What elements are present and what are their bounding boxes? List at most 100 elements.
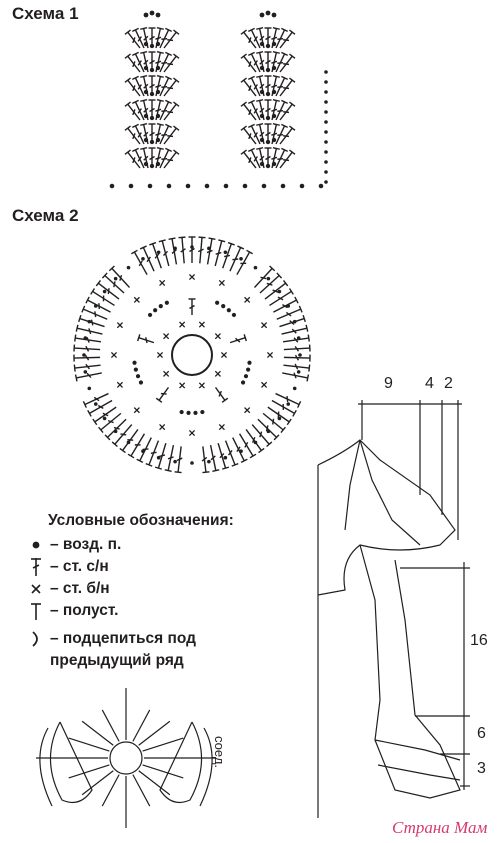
chain-dot bbox=[324, 150, 328, 154]
dc-stitch bbox=[240, 53, 257, 73]
dc-stitch bbox=[74, 334, 102, 343]
chain-dot bbox=[179, 409, 184, 415]
chain-dot bbox=[247, 360, 252, 365]
dc-stitch bbox=[164, 444, 175, 472]
motif-ray bbox=[68, 737, 110, 752]
dim-label-side-2: 6 bbox=[477, 725, 486, 742]
chain-dot bbox=[265, 139, 271, 145]
chain-dot bbox=[156, 455, 161, 460]
chain-dot bbox=[240, 380, 246, 385]
chain-dot bbox=[271, 65, 277, 71]
half-double-crochet-icon bbox=[28, 600, 46, 622]
chain-dot bbox=[83, 370, 88, 374]
chain-dot bbox=[324, 170, 328, 174]
dc-stitch bbox=[240, 125, 257, 145]
motif-ray bbox=[132, 709, 151, 742]
pattern-body bbox=[359, 544, 461, 799]
sc-stitch bbox=[198, 382, 205, 389]
chain-dot bbox=[259, 137, 265, 143]
chain-dot bbox=[318, 183, 324, 189]
sc-stitch bbox=[244, 296, 251, 303]
chain-dot bbox=[102, 416, 107, 421]
chain-dot bbox=[149, 91, 155, 97]
dc-stitch bbox=[82, 392, 109, 408]
legend-label: – полуст. bbox=[50, 602, 119, 619]
dc-stitch bbox=[132, 27, 145, 49]
chain-dot bbox=[126, 440, 131, 445]
chain-dot bbox=[265, 91, 271, 97]
dc-stitch bbox=[188, 236, 196, 263]
dc-stitch bbox=[279, 314, 306, 328]
chain-dot bbox=[126, 265, 131, 270]
chain-dot bbox=[253, 265, 258, 270]
dc-stitch bbox=[275, 99, 288, 121]
chain-dot bbox=[286, 402, 291, 406]
chain-dot bbox=[186, 410, 191, 415]
scheme-1-chart bbox=[109, 10, 328, 189]
chain-dot bbox=[155, 12, 161, 18]
dc-stitch bbox=[206, 237, 216, 265]
pattern-fold bbox=[344, 439, 361, 531]
chain-dot bbox=[271, 41, 277, 47]
dc-stitch bbox=[168, 237, 178, 265]
chain-dot bbox=[113, 276, 118, 281]
motif-petal bbox=[159, 721, 203, 803]
dc-stitch bbox=[222, 241, 235, 269]
dc-stitch bbox=[197, 236, 206, 264]
dc-stitch bbox=[178, 236, 186, 264]
dc-stitch bbox=[159, 99, 172, 121]
sc-stitch bbox=[261, 322, 268, 329]
dc-stitch bbox=[124, 53, 141, 73]
chain-dot bbox=[324, 100, 328, 104]
dc-stitch bbox=[163, 29, 180, 49]
dc-stitch bbox=[275, 147, 288, 169]
scheme-2-title: Схема 2 bbox=[12, 206, 79, 225]
legend-item-chain: – возд. п. bbox=[28, 534, 121, 556]
legend-item-hook-join: – подцепиться под bbox=[28, 628, 196, 650]
chain-dot bbox=[143, 161, 149, 167]
dc-stitch bbox=[279, 125, 296, 145]
chain-dot bbox=[147, 312, 153, 318]
dc-stitch bbox=[163, 53, 180, 73]
legend-title: Условные обозначения: bbox=[48, 512, 234, 529]
motif-ray bbox=[68, 764, 110, 779]
dc-stitch bbox=[73, 354, 101, 362]
chain-dot bbox=[223, 250, 228, 255]
legend-item-double-crochet: – ст. с/н bbox=[28, 556, 109, 578]
chain-dot bbox=[253, 440, 258, 445]
dc-stitch bbox=[85, 296, 111, 313]
chain-dot bbox=[82, 353, 86, 357]
hook-join-icon bbox=[28, 628, 46, 650]
pattern-band bbox=[374, 739, 461, 761]
chain-dot bbox=[135, 374, 141, 379]
chain-dot bbox=[158, 304, 163, 309]
dc-stitch bbox=[248, 99, 261, 121]
sc-stitch bbox=[116, 322, 123, 329]
dim-label-top-1: 9 bbox=[384, 375, 393, 392]
chain-dot bbox=[265, 163, 271, 169]
dc-stitch bbox=[275, 123, 288, 145]
legend-label: – ст. с/н bbox=[50, 558, 109, 575]
chain-dot bbox=[190, 461, 194, 465]
dc-stitch bbox=[214, 386, 229, 403]
dc-stitch bbox=[159, 123, 172, 145]
chain-dot bbox=[155, 65, 161, 71]
dc-stitch bbox=[149, 241, 162, 269]
chain-dot bbox=[155, 89, 161, 95]
dc-stitch bbox=[281, 324, 309, 335]
chain-dot bbox=[143, 89, 149, 95]
dc-stitch bbox=[251, 424, 273, 448]
chain-dot bbox=[153, 308, 158, 313]
dc-stitch bbox=[132, 99, 145, 121]
dc-stitch bbox=[259, 272, 283, 294]
dc-stitch bbox=[253, 265, 276, 288]
dc-stitch bbox=[240, 101, 257, 121]
dc-stitch bbox=[145, 440, 160, 467]
motif-ray bbox=[142, 737, 184, 752]
dc-stitch bbox=[248, 51, 261, 73]
dc-stitch bbox=[279, 101, 296, 121]
chain-dot bbox=[200, 409, 205, 415]
dc-stitch bbox=[163, 125, 180, 145]
dc-stitch bbox=[240, 77, 257, 97]
pattern-fold bbox=[359, 439, 421, 546]
